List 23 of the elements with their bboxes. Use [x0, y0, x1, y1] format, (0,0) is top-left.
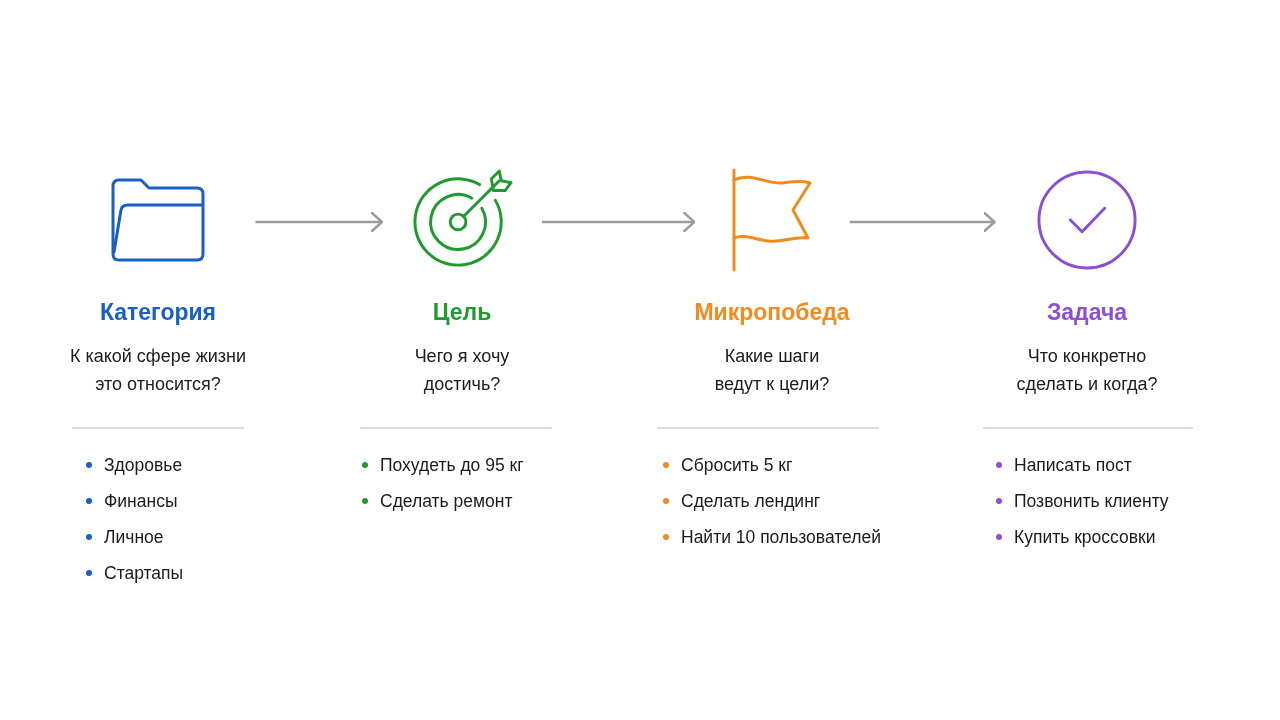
- list-item-text: Найти 10 пользователей: [681, 526, 881, 549]
- list-item-text: Личное: [104, 526, 164, 549]
- arrow: [255, 211, 384, 233]
- question-text: Чего я хочу достичь?: [413, 345, 511, 396]
- list-item-text: Здоровье: [104, 454, 183, 477]
- list-item-text: Сделать ремонт: [380, 490, 513, 513]
- list-item-text: Написать пост: [1014, 454, 1132, 477]
- list-item-text: Финансы: [104, 490, 178, 513]
- list-item-text: Похудеть до 95 кг: [380, 454, 524, 477]
- list-item-text: Сбросить 5 кг: [681, 454, 793, 477]
- list-item-text: Сделать лендинг: [681, 490, 821, 513]
- column-heading: Цель: [432, 298, 492, 327]
- question-text: Что конкретно сделать и когда?: [1015, 345, 1159, 396]
- arrow: [849, 211, 996, 233]
- list-item-text: Стартапы: [104, 562, 184, 585]
- arrow: [542, 211, 696, 233]
- question-text: Какие шаги ведут к цели?: [713, 345, 831, 396]
- question-text: К какой сфере жизни это относится?: [68, 345, 248, 396]
- list-item-text: Купить кроссовки: [1014, 526, 1156, 549]
- column-heading: Категория: [99, 298, 217, 327]
- column-heading: Задача: [1046, 298, 1128, 327]
- list-item-text: Позвонить клиенту: [1014, 490, 1169, 513]
- column-heading: Микропобеда: [694, 298, 850, 327]
